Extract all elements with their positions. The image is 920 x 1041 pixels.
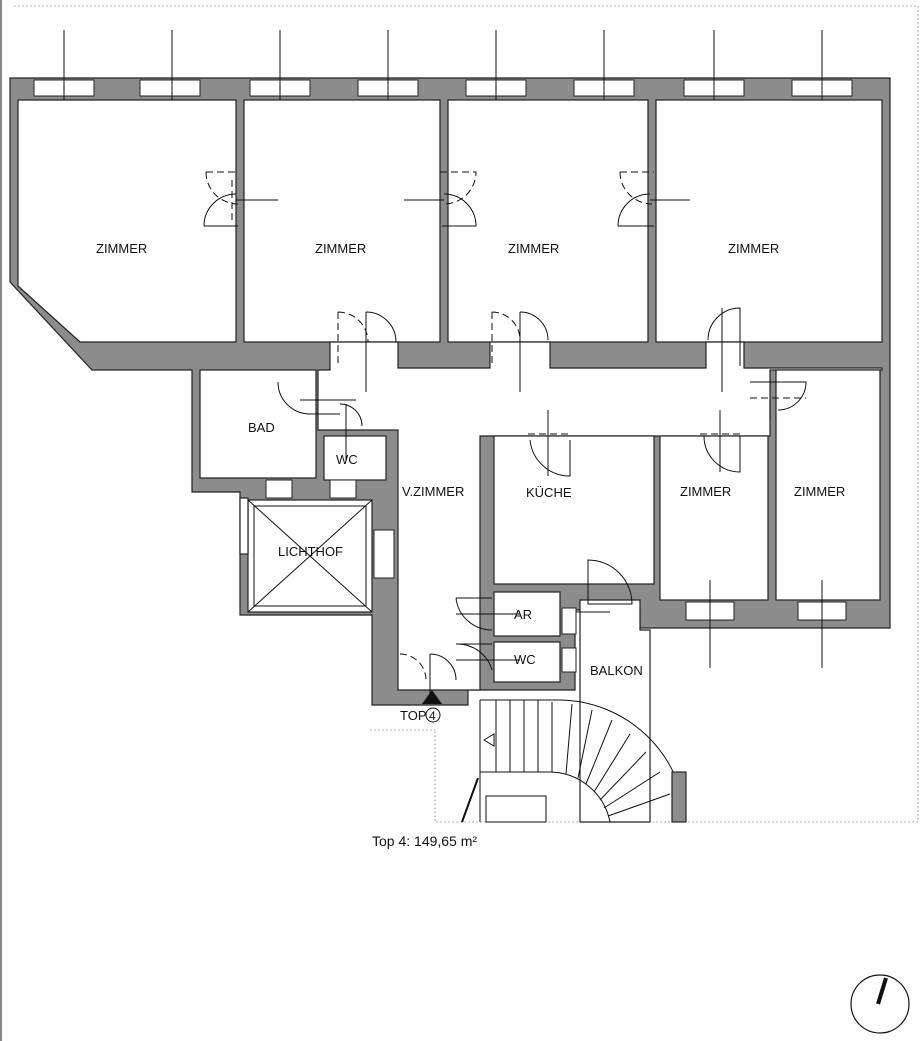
entrance-number: 4: [429, 709, 436, 723]
room-label-kueche: KÜCHE: [526, 485, 572, 500]
room-label-zimmer-2: ZIMMER: [315, 241, 366, 256]
entrance-marker: TOP 4: [400, 690, 442, 723]
entrance-number-circle: [425, 707, 441, 723]
staircase: [461, 699, 687, 823]
room-label-balkon: BALKON: [590, 663, 643, 678]
windows-bottom: [685, 580, 847, 668]
room-labels: ZIMMER ZIMMER ZIMMER ZIMMER BAD WC V.ZIM…: [96, 241, 845, 678]
room-label-bad: BAD: [248, 420, 275, 435]
doors: [203, 171, 807, 700]
room-label-zimmer-6: ZIMMER: [794, 484, 845, 499]
windows-top: [33, 30, 853, 100]
room-label-zimmer-5: ZIMMER: [680, 484, 731, 499]
area-caption: Top 4: 149,65 m²: [372, 833, 477, 849]
entrance-arrow-icon: [422, 690, 442, 704]
entrance-label: TOP: [400, 708, 427, 723]
room-label-zimmer-1: ZIMMER: [96, 241, 147, 256]
room-label-zimmer-4: ZIMMER: [728, 241, 779, 256]
room-label-wc-1: WC: [336, 452, 358, 467]
lichthof-windows: [265, 479, 577, 673]
room-label-lichthof: LICHTHOF: [278, 544, 343, 559]
room-label-wc-2: WC: [514, 652, 536, 667]
room-label-ar: AR: [514, 607, 532, 622]
north-arrow-icon: [850, 974, 910, 1034]
room-label-vorzimmer: V.ZIMMER: [402, 484, 464, 499]
room-label-zimmer-3: ZIMMER: [508, 241, 559, 256]
walls: [9, 77, 891, 823]
lichthof-cross: [247, 499, 373, 613]
